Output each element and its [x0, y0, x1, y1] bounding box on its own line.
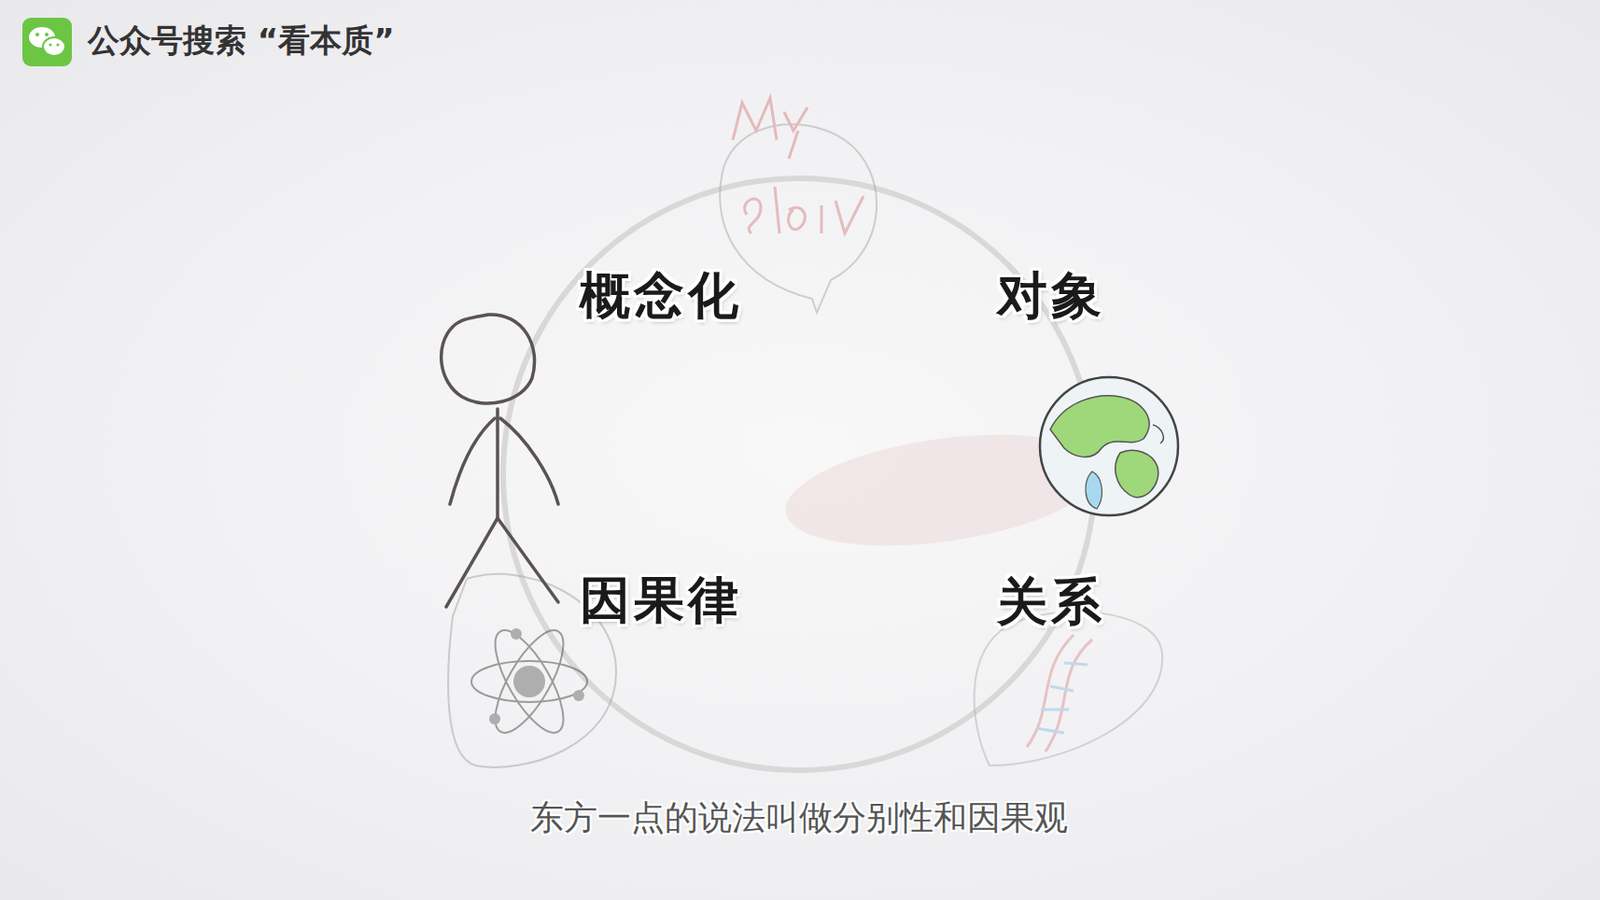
earth-globe	[1039, 377, 1179, 516]
concept-label: 因果律	[579, 566, 743, 635]
subtitle-caption: 东方一点的说法叫做分别性和因果观	[530, 795, 1068, 842]
concept-label: 对象	[996, 262, 1106, 331]
watermark: 公众号搜索 “看本质”	[87, 19, 395, 63]
concept-label: 概念化	[579, 262, 743, 331]
concept-label: 关系	[996, 568, 1106, 637]
dna-bubble	[974, 611, 1164, 766]
story-bubble	[719, 98, 877, 313]
stick-figure	[441, 314, 559, 607]
wechat-icon	[22, 17, 72, 67]
